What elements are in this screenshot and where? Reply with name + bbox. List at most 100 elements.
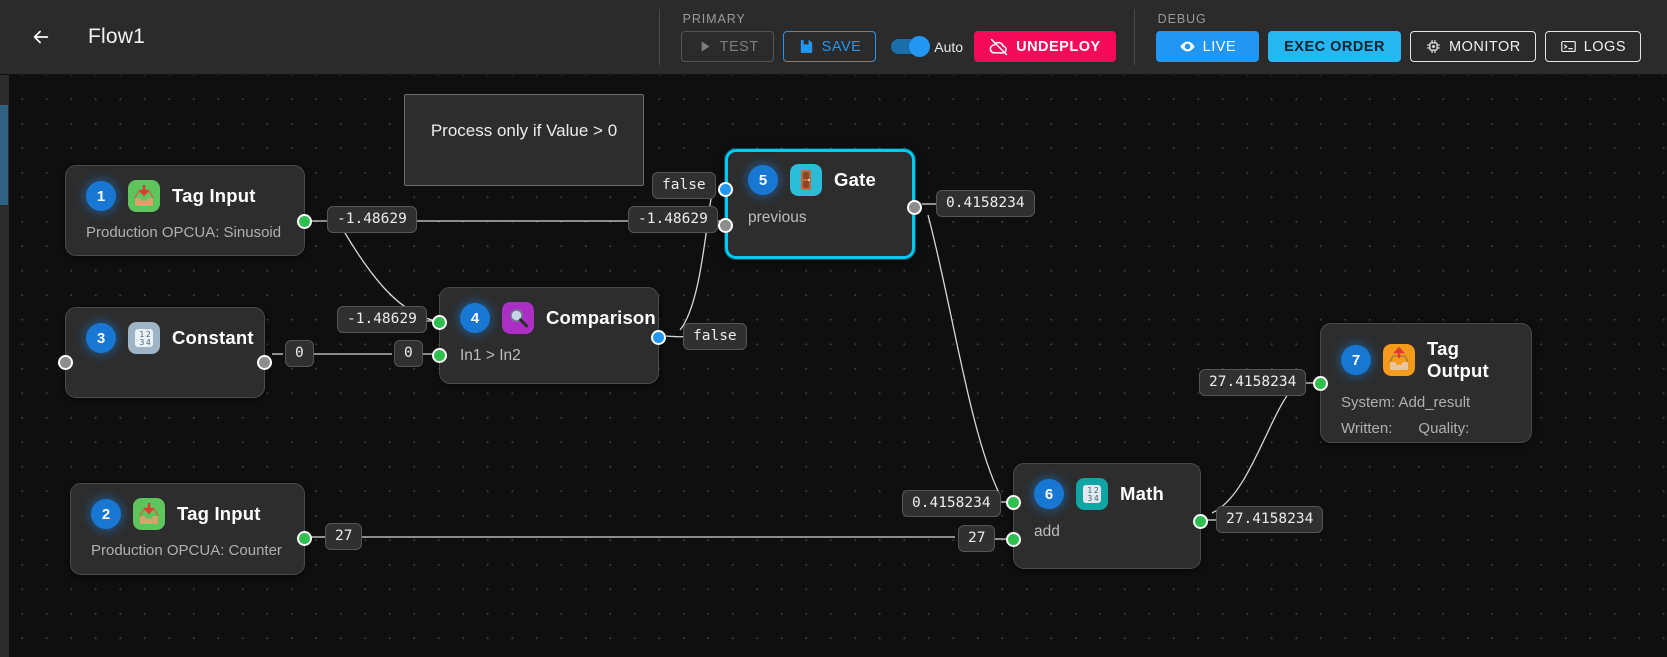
node-input-port[interactable] [58, 355, 73, 370]
node-input-port-2[interactable] [1006, 532, 1021, 547]
node-mode: add [1034, 523, 1060, 540]
node-header: 7 Tag Output [1321, 324, 1531, 382]
wire-value-tag1-out: -1.48629 [327, 206, 417, 233]
inbox-tray-icon [133, 498, 165, 530]
back-button[interactable] [24, 20, 58, 54]
node-title: Constant [172, 327, 254, 348]
exec-order-button[interactable]: EXEC ORDER [1268, 31, 1401, 62]
logs-button[interactable]: LOGS [1544, 31, 1641, 62]
node-title: Tag Output [1427, 338, 1489, 381]
node-title: Tag Input [177, 503, 261, 524]
node-status-row: Written: Quality: [1321, 411, 1531, 437]
node-tag-output-7[interactable]: 7 Tag Output System: Add_result Written:… [1313, 323, 1532, 443]
debug-group-row: LIVE EXEC ORDER MONITOR LOGS [1155, 31, 1641, 62]
comment-box[interactable]: Process only if Value > 0 [404, 94, 644, 186]
node-comparison-4[interactable]: 4 Comparison In1 > In2 [432, 287, 666, 384]
debug-group: DEBUG LIVE EXEC ORDER MONITOR [1133, 0, 1667, 74]
node-input-port-1[interactable] [432, 315, 447, 330]
node-id-badge: 6 [1034, 479, 1064, 509]
node-input-port-1[interactable] [1006, 495, 1021, 510]
floppy-disk-icon [798, 38, 815, 55]
wire-value-cmp-out: false [683, 323, 747, 350]
node-output-port[interactable] [651, 330, 666, 345]
test-button[interactable]: TEST [680, 31, 774, 62]
svg-text:3: 3 [140, 338, 145, 347]
wire-value-const-out: 0 [285, 340, 314, 367]
undeploy-button[interactable]: UNDEPLOY [974, 31, 1116, 62]
logs-button-label: LOGS [1583, 38, 1626, 55]
auto-deploy-toggle[interactable]: Auto [891, 36, 963, 57]
node-output-port[interactable] [907, 200, 922, 215]
wire-value-gate-out: 0.4158234 [936, 190, 1035, 217]
svg-text:4: 4 [146, 338, 151, 347]
primary-group: PRIMARY TEST SAVE Auto [658, 0, 1134, 74]
toolbar-spacer [145, 0, 659, 74]
node-tag-input-2[interactable]: 2 Tag Input Production OPCUA: Counter [70, 483, 312, 575]
node-subtitle: System: Add_result [1341, 394, 1471, 411]
magnifier-icon [502, 302, 534, 334]
monitor-button-label: MONITOR [1449, 38, 1521, 55]
wire-value-gate-to-math: 0.4158234 [902, 490, 1001, 517]
flow-canvas[interactable]: Process only if Value > 0 1 Tag Input Pr… [0, 75, 1667, 657]
primary-group-row: TEST SAVE Auto UNDEPLOY [680, 31, 1116, 62]
cpu-chip-icon [1425, 38, 1442, 55]
toolbar-left-group: Flow1 [0, 0, 145, 74]
node-output-port[interactable] [1193, 514, 1208, 529]
canvas-left-strip [0, 75, 9, 657]
primary-group-label: PRIMARY [682, 12, 746, 26]
live-button-label: LIVE [1202, 38, 1237, 55]
node-header: 5 Gate [728, 152, 912, 196]
wire-value-math-to-tagout: 27.4158234 [1199, 369, 1307, 396]
page-title: Flow1 [88, 25, 146, 48]
node-title: Gate [834, 169, 876, 190]
wire-value-tag2-out: 27 [325, 523, 363, 550]
monitor-button[interactable]: MONITOR [1410, 31, 1536, 62]
node-output-port[interactable] [297, 531, 312, 546]
wire-value-cmp-to-gate: false [652, 172, 716, 199]
node-input-port-2[interactable] [718, 218, 733, 233]
inbox-tray-icon [128, 180, 160, 212]
node-output-port[interactable] [297, 214, 312, 229]
canvas-left-accent [0, 105, 8, 205]
node-id-badge: 3 [86, 323, 116, 353]
node-header: 2 Tag Input [71, 484, 304, 530]
test-button-label: TEST [719, 38, 759, 55]
save-button-label: SAVE [821, 38, 862, 55]
node-gate-5[interactable]: 5 Gate previous [718, 149, 922, 259]
node-header: 4 Comparison [440, 288, 658, 334]
node-input-port-2[interactable] [432, 348, 447, 363]
svg-text:4: 4 [1094, 494, 1099, 503]
node-title: Math [1120, 483, 1164, 504]
comment-text: Process only if Value > 0 [430, 121, 618, 140]
outbox-tray-icon [1383, 344, 1415, 376]
svg-text:2: 2 [1094, 486, 1099, 495]
wire-value-math-out: 27.4158234 [1216, 506, 1324, 533]
node-output-port[interactable] [257, 355, 272, 370]
wire-value-tag2-to-math: 27 [958, 525, 996, 552]
wire-value-tag1-to-gate: -1.48629 [628, 206, 718, 233]
node-title: Tag Input [172, 185, 256, 206]
node-id-badge: 7 [1341, 345, 1371, 375]
node-id-badge: 1 [86, 181, 116, 211]
node-input-port[interactable] [1313, 376, 1328, 391]
debug-group-label: DEBUG [1157, 12, 1207, 26]
node-subtitle: Production OPCUA: Counter [91, 542, 282, 559]
undeploy-button-label: UNDEPLOY [1016, 38, 1101, 55]
top-toolbar: Flow1 PRIMARY TEST SAVE Auto [0, 0, 1667, 75]
save-button[interactable]: SAVE [782, 31, 877, 62]
node-input-port-1[interactable] [718, 182, 733, 197]
toggle-track[interactable] [891, 36, 931, 57]
node-id-badge: 5 [748, 165, 778, 195]
node-title: Comparison [546, 307, 656, 328]
written-label: Written: [1341, 420, 1393, 437]
svg-text:3: 3 [1088, 494, 1093, 503]
live-button[interactable]: LIVE [1155, 31, 1260, 62]
node-header: 1 Tag Input [66, 166, 304, 212]
wire-value-const-to-cmp: 0 [394, 340, 423, 367]
node-id-badge: 2 [91, 499, 121, 529]
node-tag-input-1[interactable]: 1 Tag Input Production OPCUA: Sinusoid [65, 165, 312, 256]
